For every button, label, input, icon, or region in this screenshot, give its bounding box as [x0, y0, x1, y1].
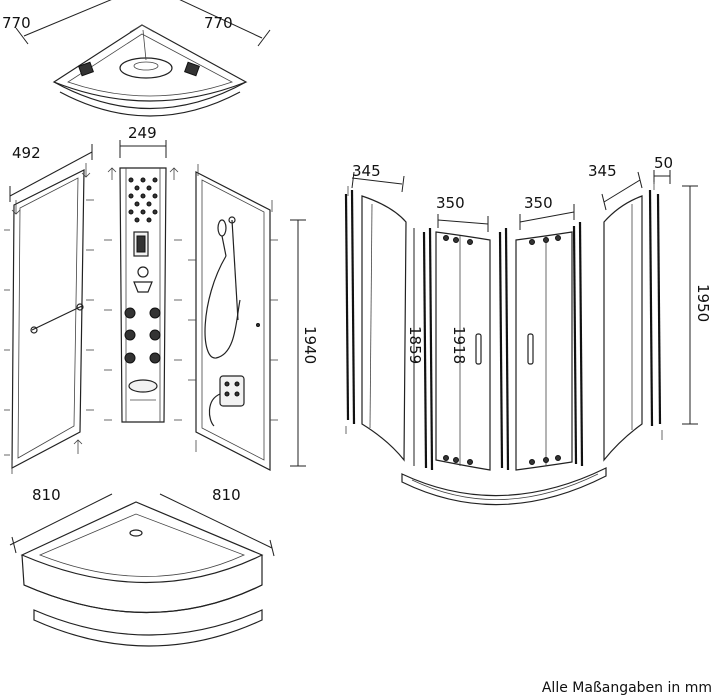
- foot-massage-icon: [219, 375, 245, 407]
- shower-tray: 810 810: [9, 486, 275, 647]
- left-fixed-glass: 345: [344, 162, 407, 462]
- right-side-panel: 1940: [188, 164, 319, 471]
- roof-speaker-right-icon: [184, 61, 200, 77]
- roof-top-view: 770 770: [2, 0, 271, 117]
- dim-column-width: 249: [128, 124, 157, 142]
- dim-height-1859: 1859: [406, 326, 424, 364]
- dim-height-1940: 1940: [301, 326, 319, 364]
- right-door-handle-icon: [527, 333, 534, 365]
- soap-tray-icon: [128, 379, 158, 393]
- dim-profile-50: 50: [654, 154, 673, 172]
- dim-panel-width: 492: [12, 144, 41, 162]
- dim-tray-left: 810: [32, 486, 61, 504]
- dim-roof-left: 770: [2, 14, 31, 32]
- dim-door-left: 345: [352, 162, 381, 180]
- units-note: Alle Maßangaben in mm: [541, 680, 712, 696]
- massage-jets: [124, 307, 161, 364]
- right-sliding-door: 350: [498, 194, 584, 471]
- dim-slide-right: 350: [524, 194, 553, 212]
- dim-door-right: 345: [588, 162, 617, 180]
- dim-height-1918: 1918: [450, 326, 468, 364]
- left-side-panel: 492: [4, 144, 94, 474]
- bottom-track: [401, 467, 607, 506]
- tray-apron: [33, 609, 263, 647]
- dim-slide-left: 350: [436, 194, 465, 212]
- mixer-tap-icon: [133, 281, 153, 293]
- shower-column: 249: [104, 124, 182, 423]
- dim-height-1950: 1950: [694, 284, 712, 322]
- dim-roof-right: 770: [204, 14, 233, 32]
- drain-icon: [129, 529, 143, 537]
- right-fixed-glass: 345 50 1950: [588, 154, 712, 462]
- left-door-handle-icon: [475, 333, 482, 365]
- roof-speaker-left-icon: [78, 61, 94, 77]
- left-sliding-door: 350 1859 1918: [406, 194, 491, 471]
- hand-shower-icon: [217, 219, 227, 237]
- dim-tray-right: 810: [212, 486, 241, 504]
